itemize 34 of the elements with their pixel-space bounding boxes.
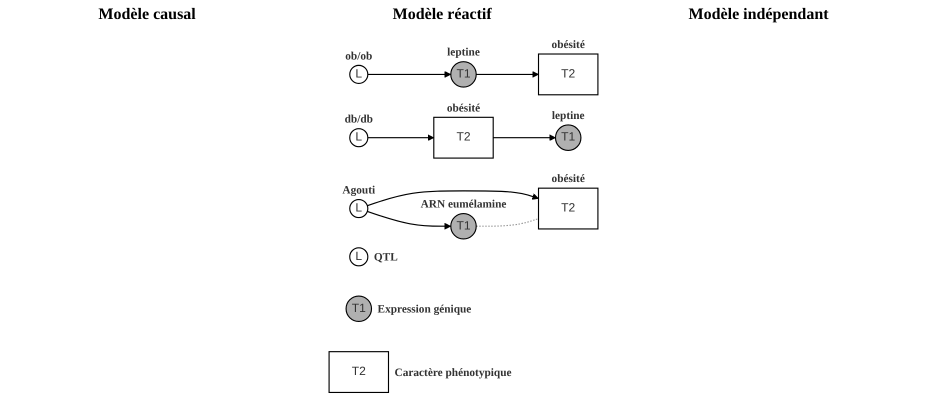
- node-circle: T1: [450, 212, 477, 240]
- arrow: [367, 190, 539, 206]
- node-caption: leptine: [552, 110, 585, 122]
- node-box: T2: [328, 351, 390, 394]
- arrow: [368, 71, 452, 78]
- node-caption: obésité: [446, 102, 480, 114]
- legend-text: Caractère phénotypique: [394, 366, 512, 379]
- node-circle: T1: [554, 124, 582, 151]
- node-caption: leptine: [447, 46, 480, 59]
- arrow: [367, 210, 452, 230]
- connector: [476, 218, 539, 227]
- model-heading: Modèle indépendant: [688, 6, 829, 24]
- model-heading: Modèle réactif: [392, 6, 492, 24]
- node-caption: Agouti: [342, 184, 376, 196]
- arrow: [476, 71, 539, 78]
- node-circle: L: [349, 247, 368, 266]
- node-caption: obésité: [552, 173, 585, 186]
- node-caption: ARN eumélamine: [420, 198, 506, 210]
- arrow: [368, 134, 434, 142]
- legend-text: Expression génique: [378, 304, 472, 316]
- node-circle: L: [349, 128, 368, 148]
- node-circle: T1: [346, 295, 372, 322]
- node-circle: L: [349, 64, 368, 84]
- node-caption: ob/ob: [345, 50, 372, 62]
- legend-text: QTL: [374, 252, 398, 264]
- node-box: T2: [538, 188, 598, 230]
- node-caption: db/db: [344, 114, 373, 126]
- node-box: T2: [433, 116, 494, 159]
- arrow: [493, 134, 556, 142]
- node-circle: L: [349, 198, 368, 218]
- node-circle: T1: [450, 61, 477, 88]
- model-heading: Modèle causal: [98, 6, 196, 24]
- node-caption: obésité: [552, 38, 585, 51]
- node-box: T2: [538, 53, 598, 96]
